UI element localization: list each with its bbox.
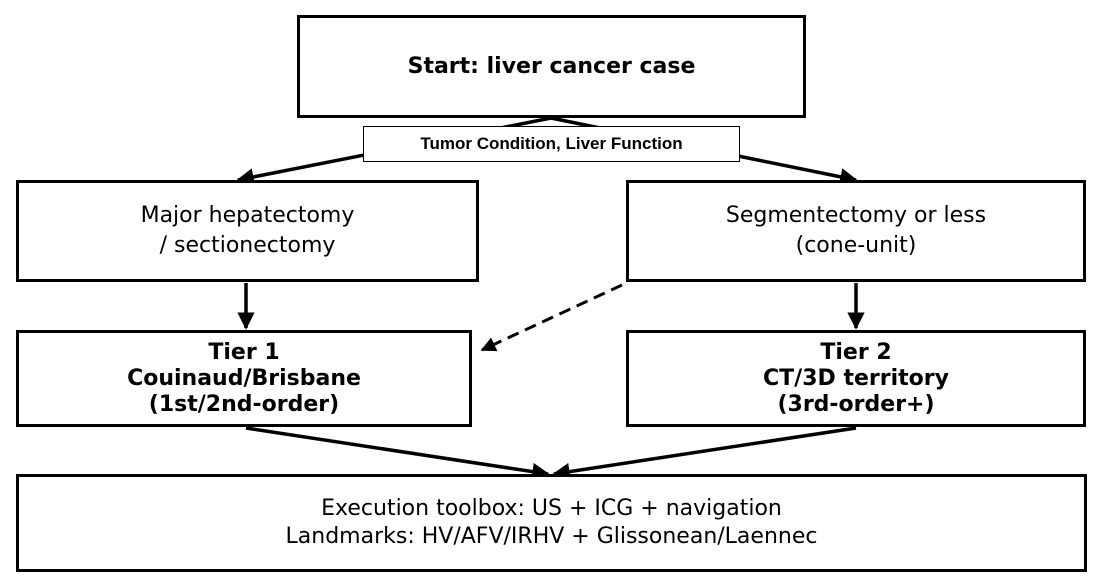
start-node: Start: liver cancer case <box>297 15 806 118</box>
tier1-line3: (1st/2nd-order) <box>148 391 340 417</box>
tier1-node: Tier 1 Couinaud/Brisbane (1st/2nd-order) <box>16 330 472 427</box>
arrow-segment-to-tier1-dashed <box>480 283 623 352</box>
arrow-tier2-to-execution <box>552 426 857 481</box>
criteria-text: Tumor Condition, Liver Function <box>420 134 683 153</box>
arrow-tier1-to-execution <box>245 426 550 481</box>
segment-line1: Segmentectomy or less <box>725 203 987 228</box>
segment-line2: (cone-unit) <box>795 233 917 258</box>
execution-line1: Execution toolbox: US + ICG + navigation <box>321 496 782 521</box>
major-line1: Major hepatectomy <box>140 203 355 228</box>
tier2-line2: CT/3D territory <box>763 365 949 391</box>
tier1-line2: Couinaud/Brisbane <box>127 365 361 391</box>
major-hepatectomy-node: Major hepatectomy / sectionectomy <box>16 180 479 282</box>
tier1-line1: Tier 1 <box>208 339 280 365</box>
tier2-line1: Tier 2 <box>820 339 892 365</box>
execution-node: Execution toolbox: US + ICG + navigation… <box>16 474 1087 572</box>
criteria-label: Tumor Condition, Liver Function <box>363 126 740 162</box>
tier2-node: Tier 2 CT/3D territory (3rd-order+) <box>626 330 1086 427</box>
start-label: Start: liver cancer case <box>407 54 696 79</box>
execution-line2: Landmarks: HV/AFV/IRHV + Glissonean/Laen… <box>285 524 818 549</box>
major-line2: / sectionectomy <box>159 233 336 258</box>
tier2-line3: (3rd-order+) <box>777 391 935 417</box>
segmentectomy-node: Segmentectomy or less (cone-unit) <box>626 180 1086 282</box>
